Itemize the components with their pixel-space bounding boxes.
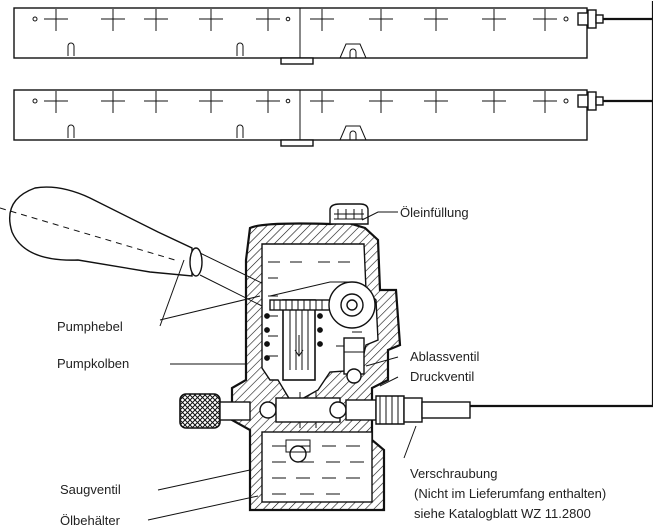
- label-oil-filling: Öleinfüllung: [400, 205, 469, 220]
- leader-lines: [147, 211, 417, 521]
- label-drain-valve: Ablassventil: [410, 349, 479, 364]
- label-pressure-valve: Druckventil: [410, 369, 474, 384]
- pump-body: [179, 203, 471, 512]
- label-fitting-catalog: siehe Katalogblatt WZ 11.2800: [414, 506, 591, 521]
- hydraulic-line: [470, 1, 653, 408]
- label-pump-piston: Pumpkolben: [57, 356, 129, 371]
- label-fitting: Verschraubung: [410, 466, 497, 481]
- label-fitting-note: (Nicht im Lieferumfang enthalten): [414, 486, 606, 501]
- clamping-rail-bottom: [13, 89, 653, 147]
- label-suction-valve: Saugventil: [60, 482, 121, 497]
- clamping-rail-top: [13, 7, 653, 65]
- label-pump-lever: Pumphebel: [57, 319, 123, 334]
- pump-lever-tube: [0, 186, 273, 307]
- label-oil-tank: Ölbehälter: [60, 513, 121, 528]
